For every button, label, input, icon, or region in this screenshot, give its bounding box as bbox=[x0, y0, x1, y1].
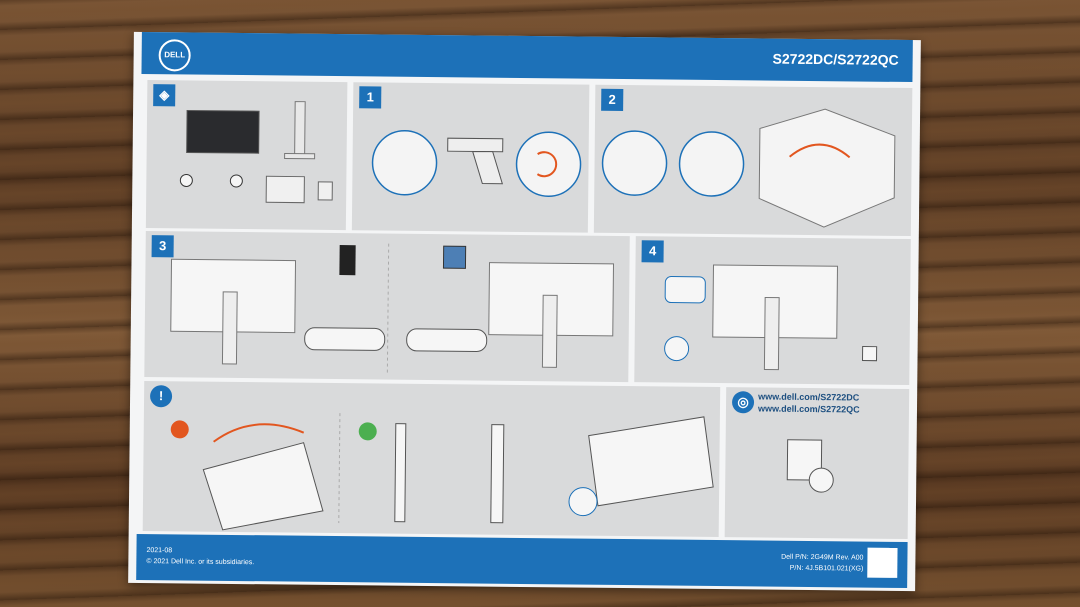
panel-box-contents: ◈ bbox=[145, 80, 348, 231]
panel-step-4: 4 bbox=[634, 236, 911, 386]
panel-step-2: 2 bbox=[593, 84, 913, 237]
print-number: P/N: 4J.5B101.021(XG) bbox=[789, 564, 864, 573]
print-date: 2021-08 bbox=[146, 547, 173, 555]
panel-step-1: 1 bbox=[351, 82, 590, 233]
dell-logo: DELL bbox=[158, 39, 191, 72]
footer-bar: 2021-08 © 2021 Dell Inc. or its subsidia… bbox=[136, 533, 908, 589]
qr-code bbox=[867, 547, 898, 578]
panel-support-links: ◎ www.dell.com/S2722DC www.dell.com/S272… bbox=[724, 387, 910, 540]
stand-assembly-illustration bbox=[371, 129, 582, 197]
monitor-tilt-warning-illustration bbox=[170, 413, 714, 531]
quick-setup-guide-card: DELL S2722DC/S2722QC ◈ 1 2 bbox=[128, 31, 921, 592]
model-number: S2722DC/S2722QC bbox=[772, 50, 899, 68]
power-connection-illustration bbox=[664, 264, 878, 371]
unboxing-illustration bbox=[601, 108, 896, 228]
box-contents-illustration bbox=[179, 101, 333, 204]
panel-warning: ! bbox=[142, 381, 721, 538]
part-number: Dell P/N: 2G49M Rev. A00 bbox=[781, 553, 864, 562]
header-bar: DELL S2722DC/S2722QC bbox=[141, 31, 913, 83]
copyright: © 2021 Dell Inc. or its subsidiaries. bbox=[146, 558, 255, 567]
panel-step-3: 3 bbox=[144, 231, 630, 383]
cable-connection-illustration bbox=[170, 243, 615, 374]
document-icon bbox=[786, 439, 834, 493]
